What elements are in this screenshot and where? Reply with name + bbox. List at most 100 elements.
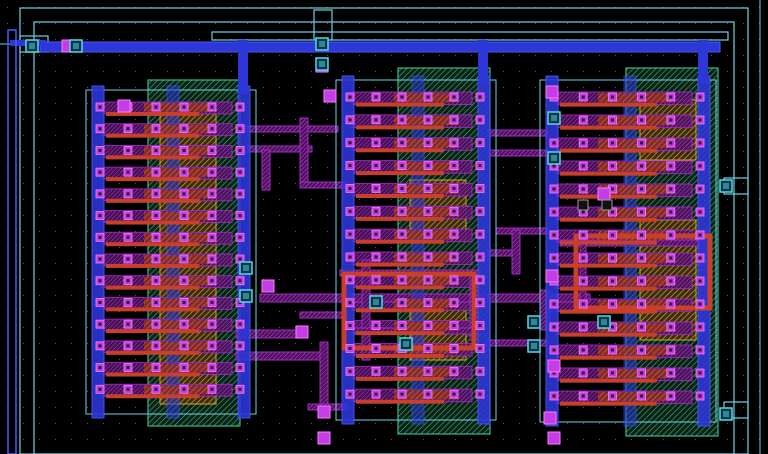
poly-gate [106,394,200,399]
contact-core [154,322,158,326]
contact-core [452,301,456,305]
poly-finger [598,116,669,126]
via-core [723,411,729,417]
contact-core [126,127,130,131]
contact-core [581,394,585,398]
contact-core [610,325,614,329]
contact-core [348,369,352,373]
metal2-route [487,149,549,157]
outer-boundary [19,7,749,454]
contact-core [610,279,614,283]
contact-core [669,141,673,145]
contact-core [698,371,702,375]
poly-gate [356,102,444,107]
contact-core [698,164,702,168]
contact-core [98,127,102,131]
contact-core [126,192,130,196]
poly-finger [144,124,212,134]
contact-core [400,392,404,396]
contact-core [478,209,482,213]
contact-core [452,95,456,99]
contact-core [610,348,614,352]
poly-gate [560,401,657,406]
contact-core [374,392,378,396]
poly-gate [560,171,657,176]
poly-gate [106,285,200,290]
poly-gate [106,329,200,334]
contact-core [348,186,352,190]
contact-core [581,95,585,99]
contact-core [698,118,702,122]
contact-core [640,118,644,122]
contact-core [238,148,242,152]
contact-core [210,105,214,109]
contact-core [640,394,644,398]
contact-core [126,235,130,239]
poly-gate [106,111,200,116]
contact-core [374,346,378,350]
poly-gate [106,155,200,160]
contact-core [610,233,614,237]
contact-core [374,186,378,190]
contact-core [669,164,673,168]
contact-core [400,369,404,373]
poly-gate [356,148,444,153]
contact-core [640,164,644,168]
contact-core [478,118,482,122]
pin-pad [323,89,337,103]
poly-finger [144,298,212,308]
poly-finger [144,211,212,221]
contact-core [98,279,102,283]
contact-core [610,210,614,214]
contact-core [98,387,102,391]
contact-core [426,346,430,350]
via-core [403,341,409,347]
contact-core [426,164,430,168]
contact-core [348,164,352,168]
contact-core [698,348,702,352]
contact-core [154,127,158,131]
contact-core [154,170,158,174]
via-core [531,319,537,325]
contact-core [698,394,702,398]
poly-finger [598,93,669,103]
contact-core [238,322,242,326]
contact-core [400,255,404,259]
contact-core [478,232,482,236]
poly-gate [560,217,657,222]
contact-core [669,302,673,306]
contact-core [426,209,430,213]
contact-core [552,371,556,375]
top-rail-outline [211,31,729,41]
contact-core [182,257,186,261]
poly-finger [144,320,212,329]
contact-core [238,366,242,370]
poly-gate [560,148,657,153]
contact-core [210,300,214,304]
contact-core [610,164,614,168]
contact-core [669,187,673,191]
contact-core [478,255,482,259]
contact-core [126,214,130,218]
contact-core [182,170,186,174]
contact-core [400,141,404,145]
contact-core [126,300,130,304]
poly-finger [598,139,669,149]
contact-core [374,369,378,373]
contact-core [452,164,456,168]
via-layer [25,37,733,421]
contact-core [98,148,102,152]
contact-core [610,302,614,306]
contact-core [374,95,378,99]
contact-core [640,256,644,260]
poly-finger [598,162,669,172]
contact-core [154,257,158,261]
contact-core [348,95,352,99]
contact-core [581,141,585,145]
pin-pad [545,85,559,99]
contact-core [348,255,352,259]
metal2-route [261,149,271,191]
contact-core [552,233,556,237]
contact-core [581,233,585,237]
